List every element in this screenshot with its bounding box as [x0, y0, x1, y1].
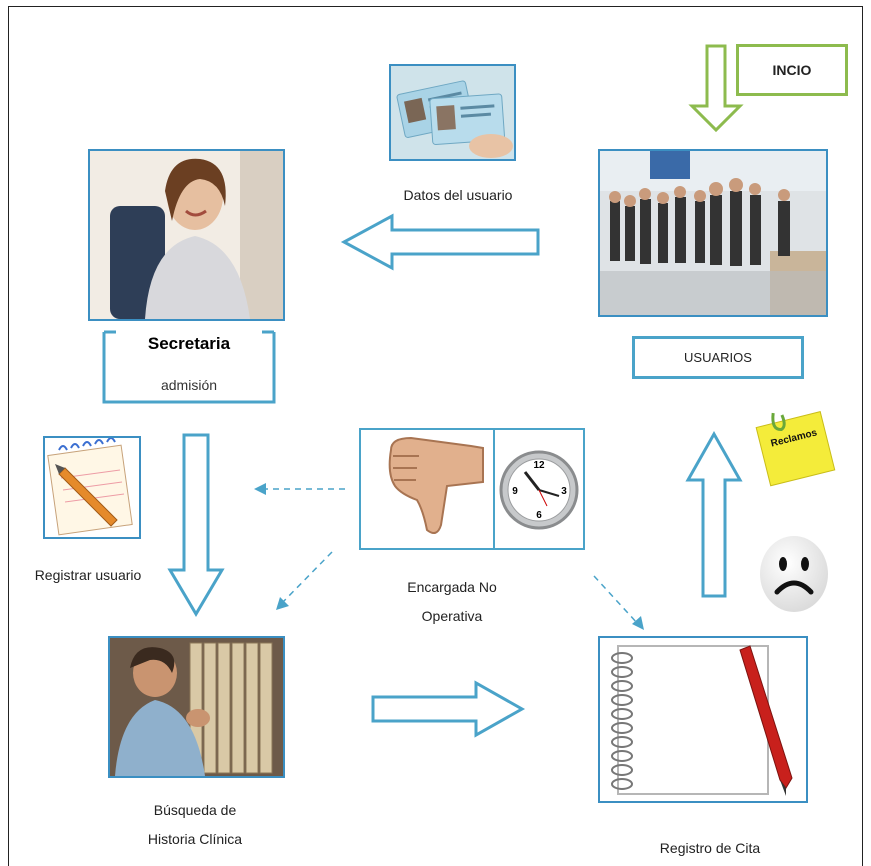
secretaria-label: Secretaria	[116, 334, 262, 354]
sad-face-icon	[757, 534, 831, 614]
headset-woman-icon	[88, 149, 285, 321]
encargada-label-line2: Operativa	[421, 608, 483, 624]
registrar-usuario-label: Registrar usuario	[34, 567, 142, 583]
busqueda-label-line2: Historia Clínica	[147, 831, 243, 847]
svg-text:6: 6	[536, 510, 542, 521]
svg-text:12: 12	[533, 460, 545, 471]
spiral-notebook-icon	[598, 636, 808, 803]
left-arrow-top	[340, 213, 540, 271]
right-arrow-bottom	[371, 680, 526, 738]
dashed-arrow-down-left	[281, 551, 333, 604]
down-arrow-left	[167, 433, 225, 617]
usuarios-box: USUARIOS	[632, 336, 804, 379]
inicio-box: INCIO	[736, 44, 848, 96]
id-cards-icon	[389, 64, 516, 161]
datos-usuario-label: Datos del usuario	[403, 187, 513, 203]
encargada-label-line1: Encargada No	[407, 579, 497, 595]
start-down-arrow	[688, 44, 744, 133]
up-arrow-right	[685, 430, 743, 598]
registro-cita-label: Registro de Cita	[659, 840, 761, 856]
svg-text:3: 3	[561, 486, 567, 497]
clock-icon: 12 3 6 9	[493, 428, 585, 550]
thumbs-down-icon	[359, 428, 497, 550]
secretaria-box	[102, 332, 276, 404]
diagram-frame	[8, 6, 863, 866]
file-archive-icon	[108, 636, 285, 778]
usuarios-label: USUARIOS	[684, 350, 752, 365]
sticky-note-icon: Reclamos	[752, 405, 837, 487]
inicio-label: INCIO	[772, 62, 812, 78]
dashed-arrow-down-right	[593, 575, 639, 625]
crowd-icon	[598, 149, 828, 317]
notepad-pen-icon	[43, 436, 141, 539]
busqueda-label-line1: Búsqueda de	[153, 802, 237, 818]
admision-label: admisión	[160, 377, 218, 393]
svg-text:9: 9	[512, 486, 518, 497]
